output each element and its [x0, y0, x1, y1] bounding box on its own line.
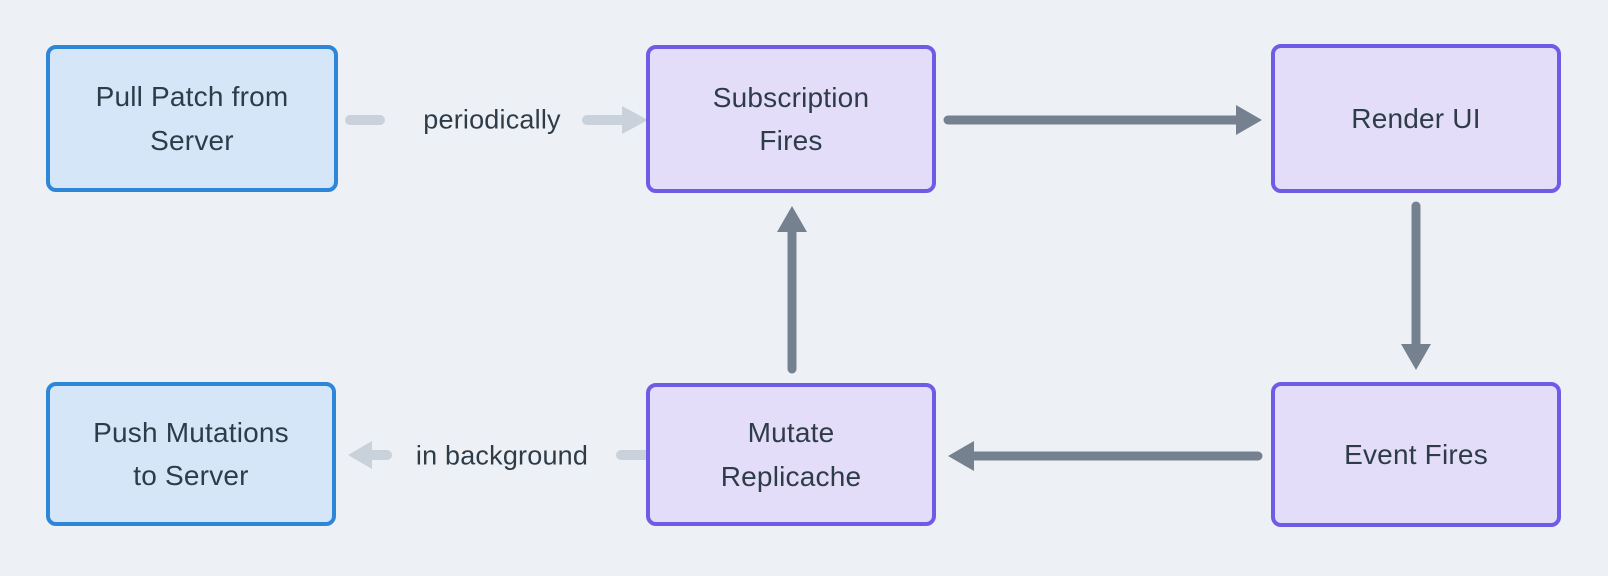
- node-subscription-fires: Subscription Fires: [646, 45, 936, 193]
- edge-subscription-to-render-arrow: [943, 105, 1262, 135]
- node-event-fires-label: Event Fires: [1344, 438, 1488, 470]
- edge-label-in-background: in background: [415, 440, 589, 471]
- edge-pull-patch-to-subscription-arrow: [582, 106, 648, 134]
- edge-mutate-to-subscription-arrow: [777, 206, 807, 374]
- node-subscription-fires-label: Subscription Fires: [712, 81, 870, 156]
- edge-render-to-event-arrow: [1401, 201, 1431, 370]
- node-event-fires: Event Fires: [1271, 382, 1561, 527]
- node-push-mutations-label: Push Mutations to Server: [93, 416, 289, 491]
- node-push-mutations-to-server: Push Mutations to Server: [46, 382, 336, 526]
- edge-event-to-mutate-arrow: [948, 441, 1263, 471]
- node-mutate-replicache-label: Mutate Replicache: [720, 417, 862, 492]
- edge-mutate-to-push-arrow: [348, 441, 392, 469]
- node-render-ui-label: Render UI: [1351, 102, 1481, 134]
- node-mutate-replicache: Mutate Replicache: [646, 383, 936, 526]
- node-pull-patch-label: Pull Patch from Server: [95, 81, 289, 156]
- edge-label-periodically: periodically: [423, 104, 561, 135]
- node-render-ui: Render UI: [1271, 44, 1561, 193]
- node-pull-patch-from-server: Pull Patch from Server: [46, 45, 338, 192]
